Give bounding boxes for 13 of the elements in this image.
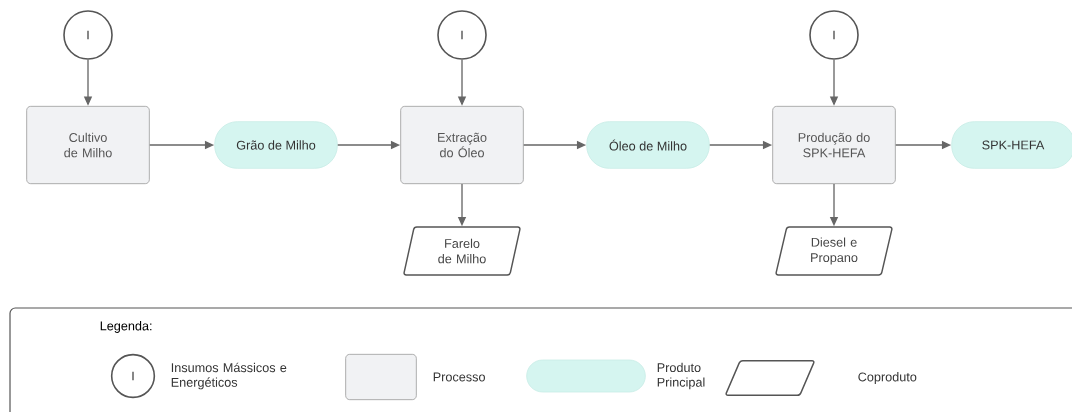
legend-text: Processo [433, 372, 485, 382]
coproduct-parallelogram: Farelo de Milho [403, 226, 521, 276]
product-pill: Grão de Milho [214, 121, 338, 169]
process-box: Extração do Óleo [400, 105, 524, 185]
legend-title: Legenda: [100, 321, 152, 333]
legend-entry: Coproduto [725, 359, 917, 397]
product-pill: Óleo de Milho [586, 121, 710, 169]
legend-text: Insumos Mássicos e Energéticos [171, 362, 287, 390]
product-pill: SPK-HEFA [951, 121, 1072, 169]
legend-text: Produto Principal [657, 362, 705, 390]
coproduct-parallelogram: Diesel e Propano [775, 226, 893, 276]
process-box: Produção do SPK-HEFA [772, 105, 896, 185]
process-box: Cultivo de Milho [26, 105, 150, 185]
